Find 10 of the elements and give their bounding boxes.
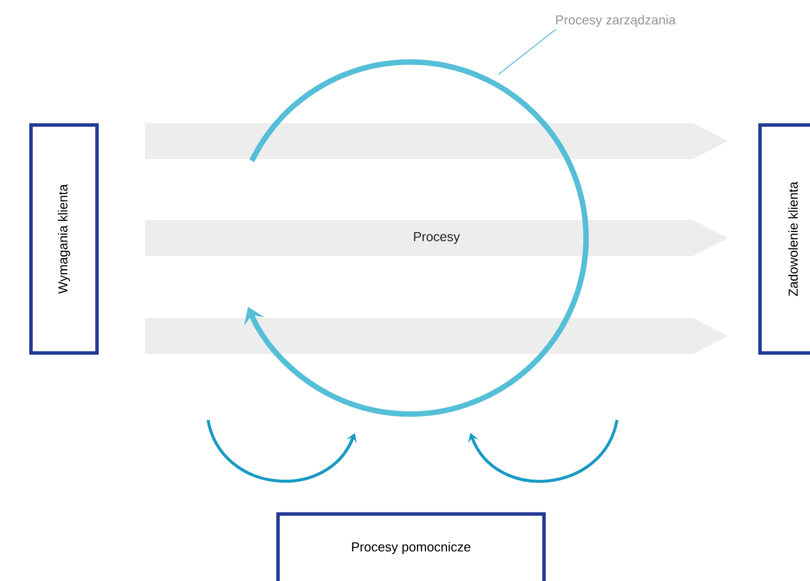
text-box: Procesy pomocnicze (276, 512, 546, 581)
text-box: Zadowolenie klienta (758, 123, 810, 355)
callout-label: Procesy zarządzania (556, 14, 676, 28)
process-band-arrow (145, 123, 728, 159)
process-band: Procesy (145, 220, 728, 256)
curved-arrow (468, 420, 618, 483)
circular-arrow (244, 60, 588, 417)
text-box: Wymagania klienta (29, 123, 99, 355)
process-band-arrow (145, 318, 728, 354)
leader-line (498, 28, 556, 75)
